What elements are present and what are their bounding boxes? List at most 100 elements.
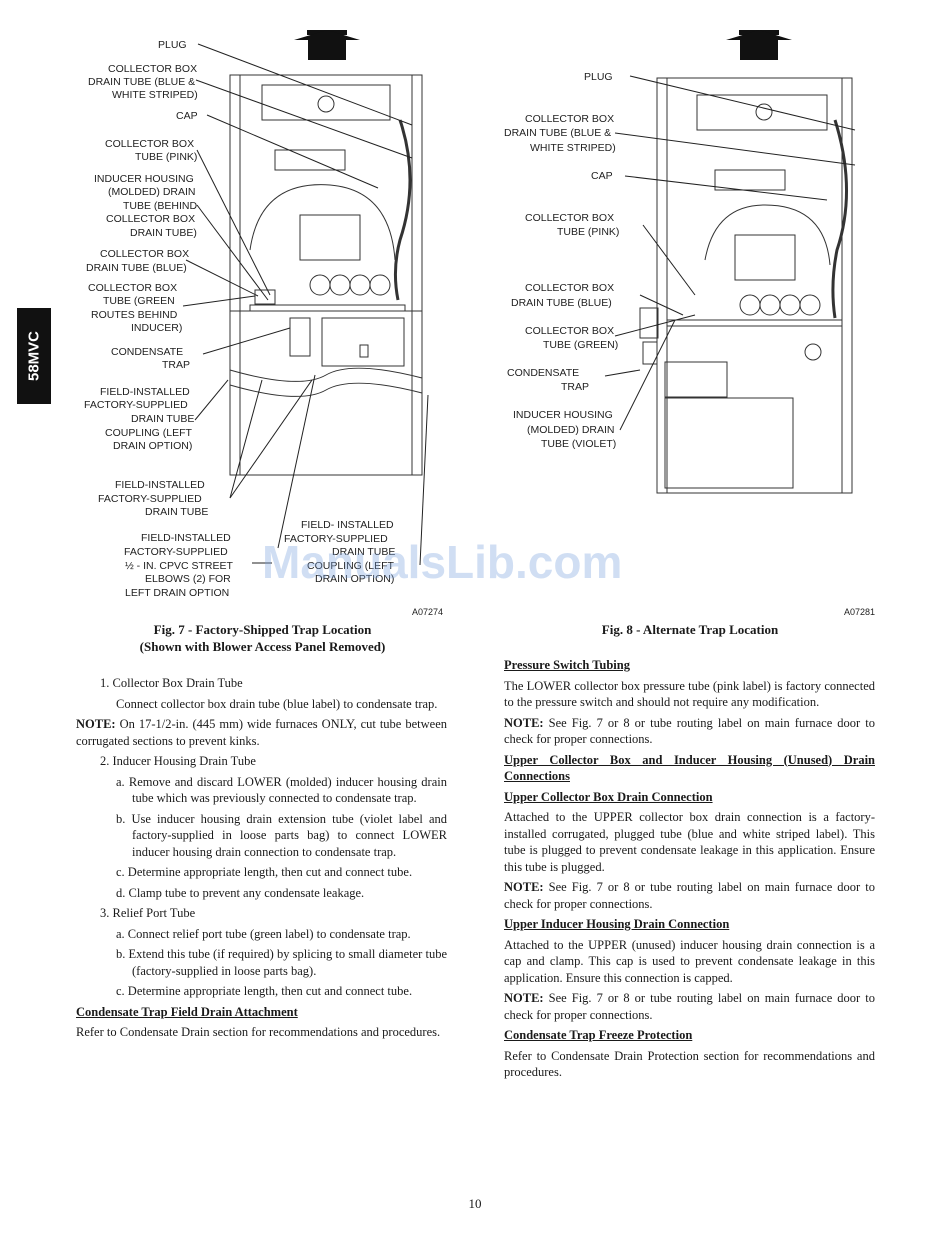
heading-upper-collector: Upper Collector Box Drain Connection [504,789,713,804]
left-column: 1. Collector Box Drain Tube Connect coll… [76,675,447,1045]
label-fir-4: COUPLING (LEFT [307,560,395,572]
heading-upper-unused: Upper Collector Box and Inducer Housing … [504,752,875,784]
note-label: NOTE: [76,717,116,731]
label-cbt-green-4: INDUCER) [131,322,182,334]
label-fic-4: COUPLING (LEFT [105,427,193,439]
label-trap-1: CONDENSATE [507,367,579,379]
callout-lines [182,43,429,566]
note-body: See Fig. 7 or 8 or tube routing label on… [504,715,875,747]
label-cbt-green-1: COLLECTOR BOX [88,282,177,294]
label-pink-2: TUBE (PINK) [557,226,619,238]
item-1-title: 1. Collector Box Drain Tube [100,676,243,690]
label-trap-2: TRAP [162,359,190,371]
page-number: 10 [468,1196,482,1211]
label-pink-1: COLLECTOR BOX [525,212,614,224]
label-fir-1: FIELD- INSTALLED [301,519,394,531]
label-plug: PLUG [584,71,613,83]
note-1: NOTE: See Fig. 7 or 8 or tube routing la… [504,715,875,748]
label-fic-3: DRAIN TUBE [131,413,194,425]
item-2d: d. Clamp tube to prevent any condensate … [116,885,365,900]
label-blue-2: DRAIN TUBE (BLUE) [511,297,612,309]
label-ihd-4: COLLECTOR BOX [106,213,195,225]
label-cap: CAP [591,170,613,182]
label-cbdt-bw-2: DRAIN TUBE (BLUE & [88,76,195,88]
label-trap-1: CONDENSATE [111,346,183,358]
label-cbdt-bw-1: COLLECTOR BOX [108,63,197,75]
callout-lines [604,75,856,431]
label-ihd-3: TUBE (BEHIND [123,200,198,212]
label-fie-2: FACTORY-SUPPLIED [124,546,228,558]
note-label: NOTE: [504,991,544,1005]
label-cbt-green-3: ROUTES BEHIND [91,309,178,321]
figure-7-caption-line-2: (Shown with Blower Access Panel Removed) [139,639,386,654]
heading-field-drain: Condensate Trap Field Drain Attachment [76,1004,298,1019]
label-ih-2: (MOLDED) DRAIN [527,424,615,436]
figure-7-labels: PLUG COLLECTOR BOX DRAIN TUBE (BLUE & WH… [84,39,443,617]
heading-pressure-switch: Pressure Switch Tubing [504,658,630,672]
item-3-title: 3. Relief Port Tube [100,906,196,920]
item-3c: c. Determine appropriate length, then cu… [116,984,413,998]
label-fie-1: FIELD-INSTALLED [141,532,231,544]
furnace-cabinet [229,74,423,476]
label-fic-5: DRAIN OPTION) [113,440,192,452]
label-fie-4: ELBOWS (2) FOR [145,573,231,585]
label-fir-3: DRAIN TUBE [332,546,395,558]
upper-inducer-body: Attached to the UPPER (unused) inducer h… [504,937,875,985]
label-green-2: TUBE (GREEN) [543,339,618,351]
note-3: NOTE: See Fig. 7 or 8 or tube routing la… [504,990,875,1023]
item-2c: c. Determine appropriate length, then cu… [116,865,413,879]
note-label: NOTE: [504,715,544,730]
right-column: Pressure Switch Tubing The LOWER collect… [504,657,875,1085]
field-drain-body: Refer to Condensate Drain section for re… [76,1025,441,1039]
item-3b: b. Extend this tube (if required) by spl… [116,947,447,978]
item-2a: a. Remove and discard LOWER (molded) ind… [116,774,447,806]
label-cbt-pink-1: COLLECTOR BOX [105,138,194,150]
note-body: See Fig. 7 or 8 or tube routing label on… [504,991,875,1022]
label-cbdt-blue-1: COLLECTOR BOX [100,248,189,260]
label-cbdt-3: WHITE STRIPED) [530,142,616,154]
figure-7-caption: Fig. 7 - Factory-Shipped Trap Location (… [75,621,450,655]
label-cbdt-bw-3: WHITE STRIPED) [112,89,198,101]
label-fic-1: FIELD-INSTALLED [100,386,190,398]
label-cbdt-blue-2: DRAIN TUBE (BLUE) [86,262,187,274]
figure-7-diagram: PLUG COLLECTOR BOX DRAIN TUBE (BLUE & WH… [84,30,443,617]
furnace-cabinet [639,77,853,494]
freeze-body: Refer to Condensate Drain Protection sec… [504,1048,875,1080]
label-fie-5: LEFT DRAIN OPTION [125,587,229,599]
label-cbdt-2: DRAIN TUBE (BLUE & [504,127,611,139]
label-green-1: COLLECTOR BOX [525,325,614,337]
label-fidt-3: DRAIN TUBE [145,506,208,518]
label-ihd-1: INDUCER HOUSING [94,173,194,185]
label-blue-1: COLLECTOR BOX [525,282,614,294]
label-fic-2: FACTORY-SUPPLIED [84,399,188,411]
label-fir-2: FACTORY-SUPPLIED [284,533,388,545]
figure-8-caption: Fig. 8 - Alternate Trap Location [601,622,779,637]
label-trap-2: TRAP [561,381,589,393]
label-ihd-5: DRAIN TUBE) [130,227,197,239]
label-ihd-2: (MOLDED) DRAIN [108,186,196,198]
label-fir-5: DRAIN OPTION) [315,573,394,585]
note-label: NOTE: [504,880,544,894]
airflow-arrow [726,30,792,60]
upper-collector-body: Attached to the UPPER collector box drai… [504,810,875,874]
note-2: NOTE: See Fig. 7 or 8 or tube routing la… [504,879,875,912]
note-body: See Fig. 7 or 8 or tube routing label on… [504,880,875,911]
label-plug: PLUG [158,39,187,51]
watermark: ManualsLib.com [262,536,623,588]
item-2-title: 2. Inducer Housing Drain Tube [100,754,256,768]
pressure-switch-body: The LOWER collector box pressure tube (p… [504,678,875,710]
figure-7-caption-line-1: Fig. 7 - Factory-Shipped Trap Location [153,622,372,637]
label-fie-3: ½ - IN. CPVC STREET [125,560,234,572]
figure-7-code: A07274 [412,607,443,617]
label-cbdt-1: COLLECTOR BOX [525,113,614,125]
figure-8-labels: PLUG COLLECTOR BOX DRAIN TUBE (BLUE & WH… [504,71,875,617]
label-fidt-2: FACTORY-SUPPLIED [98,493,202,505]
item-3a: a. Connect relief port tube (green label… [116,926,411,941]
figure-8-code: A07281 [844,607,875,617]
label-ih-1: INDUCER HOUSING [513,409,613,421]
airflow-arrow [294,30,360,60]
label-cap: CAP [176,110,198,122]
heading-upper-inducer: Upper Inducer Housing Drain Connection [504,917,730,931]
item-1-body: Connect collector box drain tube (blue l… [116,696,438,711]
heading-freeze: Condensate Trap Freeze Protection [504,1028,693,1042]
